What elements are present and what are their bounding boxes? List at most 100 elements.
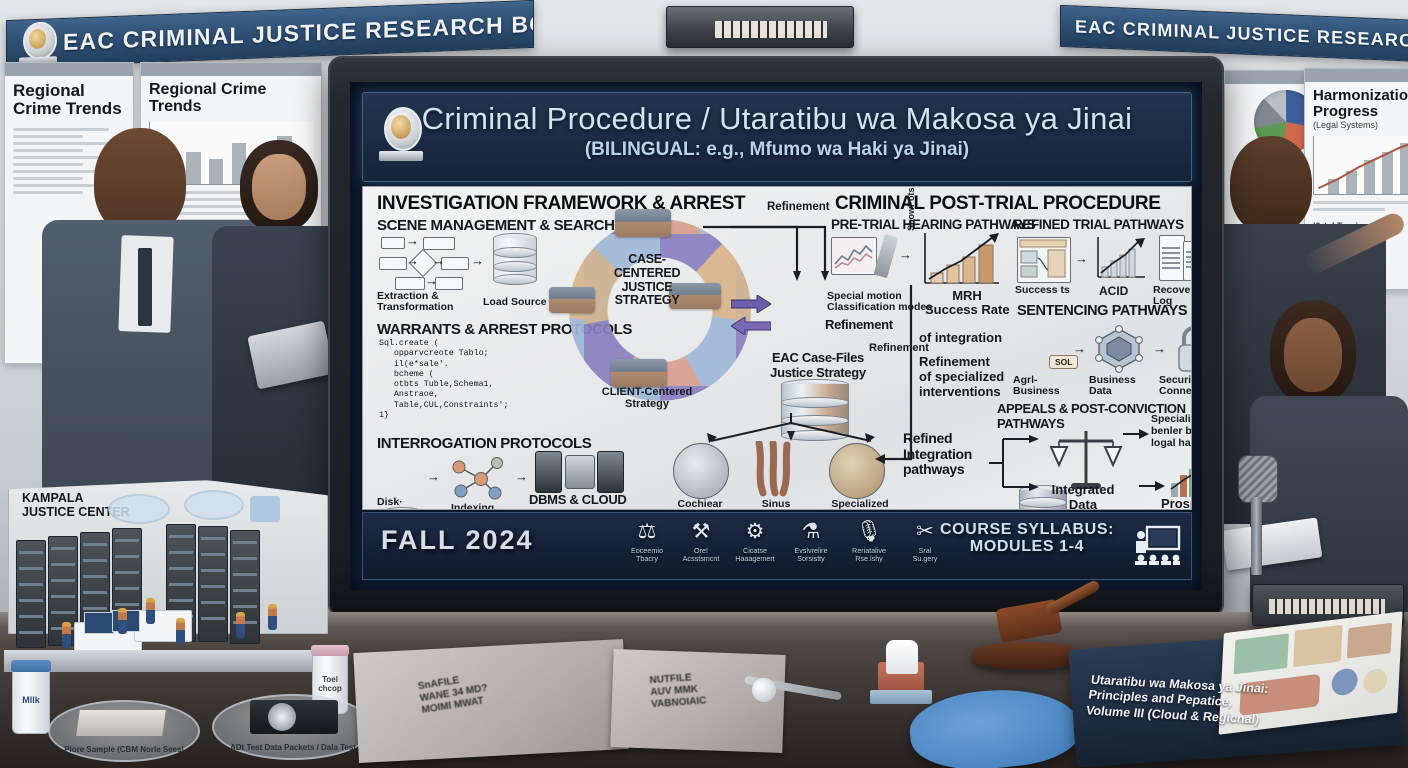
eac-case-files-hub-icon <box>781 379 849 441</box>
footer-icon-label-1: Ore! Acsstsmcnt <box>682 546 720 564</box>
mini-monitor-1 <box>84 612 114 634</box>
business-data-node-icon <box>1093 325 1145 373</box>
heading-criminal-post-trial: CRIMINAL POST-TRIAL PROCEDURE <box>835 193 1161 214</box>
indexing-graph-icon <box>447 453 509 501</box>
jar-cap <box>11 660 51 672</box>
petri-dish-right: ADt Test Data Packets / Dala Test <box>212 694 374 760</box>
hard-disk-icon <box>250 700 338 734</box>
gavel <box>968 579 1102 680</box>
acid-trend-chart-icon <box>1093 235 1149 281</box>
slide-title-bar: Criminal Procedure / Utaratibu wa Makosa… <box>362 92 1192 182</box>
jar-milk-label: Mllk <box>22 695 40 705</box>
label-integrated-data-ecosystem: Integrated Data Ecosystem <box>1051 482 1115 510</box>
footer-icon-3[interactable]: ⚗ Evslvrelire Sorsistty <box>783 519 839 564</box>
label-special-motion: Special motion Classification modes <box>827 290 933 314</box>
label-sinus-surgery: Sinus Sinus surgery <box>761 498 791 510</box>
arrow-left-icon <box>730 316 772 340</box>
footer-icon-label-3: Evslvrelire Sorsistty <box>794 546 828 564</box>
avatar <box>94 128 186 236</box>
people-group-left <box>549 287 595 313</box>
heading-investigation-framework: INVESTIGATION FRAMEWORK & ARREST <box>377 193 746 214</box>
sinus-icon <box>749 439 797 497</box>
footer-icon-5[interactable]: ✂ Sral Su.gery <box>897 519 953 564</box>
footer-icon-4[interactable]: 🎙 Reriatalive Rse.lshy <box>841 519 897 564</box>
footer-icon-0[interactable]: ⚖ Eoceemio Tbacry <box>619 519 675 564</box>
gear-cloud-icon <box>250 496 280 522</box>
course-syllabus-label: COURSE SYLLABUS: MODULES 1-4 <box>939 521 1115 556</box>
heading-scene-management: SCENE MANAGEMENT & SEARCH <box>377 217 615 234</box>
footer-icon-1[interactable]: ⚒ Ore! Acsstsmcnt <box>673 519 729 564</box>
svg-text:8: 8 <box>1190 352 1192 367</box>
worker-figure-5 <box>236 612 245 638</box>
note-right-text: NUTFILE AUV MMK VABNOIAIC <box>649 672 707 710</box>
gavel-block <box>972 642 1082 670</box>
database-cylinder-icon <box>493 233 537 285</box>
label-case-centered-justice-strategy: CASE- CENTERED JUSTICE STRATEGY <box>613 252 681 308</box>
success-chart-icon <box>1017 237 1071 283</box>
worker-figure-6 <box>268 604 277 630</box>
jar-tool-label: Toel chcop <box>318 675 342 693</box>
arrow-right-icon <box>730 294 772 318</box>
label-disk-access: Disk· Access <box>377 496 414 509</box>
label-security-connection: Security Connection <box>1159 374 1192 398</box>
poster-title: Regional Crime Trends <box>149 81 267 115</box>
microphone-stem <box>1251 497 1262 575</box>
note-left-text: SnAFILE WANE 34 MD? MOIMI MWAT <box>417 674 489 716</box>
microphone-head-icon <box>1238 455 1278 503</box>
switch-ports-icon <box>715 21 827 38</box>
people-group-bottom <box>611 359 667 387</box>
label-specialized-cross-border: Specialized cross- benler business dala … <box>1151 413 1192 450</box>
note-paper-left: SnAFILE WANE 34 MD? MOIMI MWAT <box>353 639 629 763</box>
switch-ports-icon <box>1269 599 1385 614</box>
petri-dish-left: Plore Sample (CBM Norle Seesl <box>48 700 200 762</box>
long-refinement-connector <box>875 283 915 469</box>
registry-icon: 🎙 <box>855 520 883 543</box>
label-indexing: Indexing <box>451 502 495 510</box>
label-refinement-mid: Refinement <box>869 342 929 354</box>
dish-right-label: ADt Test Data Packets / Dala Test <box>230 743 356 752</box>
dish-sample-slide <box>76 710 166 736</box>
avatar-face <box>252 154 306 220</box>
label-of-integration: of integration <box>919 330 1003 345</box>
poster-subtitle: (Legal Systems) <box>1313 119 1379 130</box>
label-load-source: Load Source <box>483 296 547 308</box>
label-eac-case-files-justice-strategy: EAC Case-Files Justice Strategy <box>770 350 866 380</box>
arrow-to-specialized-icon <box>1123 427 1149 446</box>
worker-figure-4 <box>176 618 185 644</box>
management-icon: ⚙ <box>745 520 765 543</box>
kampala-justice-center-model: KAMPALA JUSTICE CENTER <box>0 474 336 704</box>
sql-code-block: Sql.create ( opparvcreote Tablo; il(e*sa… <box>379 339 509 420</box>
appeals-brace-connector <box>987 431 1045 495</box>
etl-flow-diagram: → → → → → <box>379 233 497 291</box>
slide-subtitle: (BILINGUAL: e.g., Mfumo wa Haki ya Jinai… <box>584 139 970 160</box>
classroom-icon <box>1133 525 1181 567</box>
footer-icon-label-2: Cicatse Haaagemert <box>735 546 775 564</box>
label-refinement-top: Refinement <box>767 201 830 213</box>
scales-of-justice-icon <box>1049 425 1123 499</box>
footer-icon-label-0: Eoceemio Tbacry <box>631 546 663 564</box>
label-mrh-success-rate: MRH Success Rate <box>925 288 1010 318</box>
eac-seal-icon <box>377 105 425 161</box>
recovery-log-icon <box>1159 235 1191 281</box>
slide-footer: FALL 2024 ⚖ Eoceemio Tbacry ⚒ Ore! Acsst… <box>362 512 1192 580</box>
label-business-data: Business Data <box>1089 374 1136 398</box>
term-label: FALL 2024 <box>381 525 534 555</box>
worker-figure-3 <box>146 598 155 624</box>
heading-sentencing-pathways: SENTENCING PATHWAYS <box>1017 303 1188 319</box>
poster-trend-chart <box>1313 135 1408 195</box>
sorsistry-icon: ⚗ <box>801 520 821 543</box>
label-refinement-specialized-interventions: Refinement of specialized interventions <box>919 354 1005 399</box>
poster-title: Regional Crime Trends <box>13 81 122 119</box>
tooth-model <box>866 640 940 706</box>
branch-connector <box>681 413 901 445</box>
presentation-monitor: Criminal Procedure / Utaratibu wa Makosa… <box>328 56 1224 618</box>
label-refinement-pretrial: Refinement <box>825 317 893 332</box>
footer-icon-2[interactable]: ⚙ Cicatse Haaagemert <box>727 519 783 564</box>
poster-header-bar <box>141 63 321 76</box>
network-switch-top <box>666 6 854 48</box>
heading-interrogation-protocols: INTERROGATION PROTOCOLS <box>377 435 592 452</box>
person-tie <box>138 248 152 326</box>
monitor-screen: Criminal Procedure / Utaratibu wa Makosa… <box>350 82 1202 590</box>
dish-left-label: Plore Sample (CBM Norle Seesl <box>64 745 184 754</box>
people-group-top <box>615 209 671 237</box>
